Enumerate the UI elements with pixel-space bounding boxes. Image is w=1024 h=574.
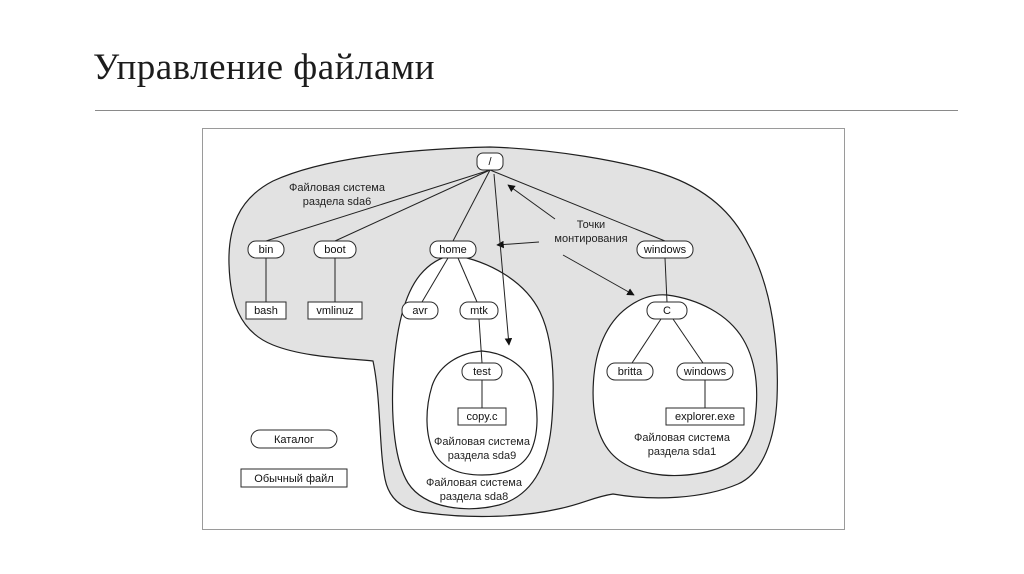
svg-text:монтирования: монтирования bbox=[554, 233, 627, 245]
caption-sda9: Файловая система раздела sda9 bbox=[434, 436, 531, 462]
node-bin: bin bbox=[247, 240, 285, 259]
node-bin-label: bin bbox=[259, 244, 274, 256]
caption-mount-points: Точки монтирования bbox=[554, 219, 627, 245]
svg-text:раздела sda1: раздела sda1 bbox=[648, 446, 717, 458]
node-windows2-label: windows bbox=[683, 366, 727, 378]
svg-text:Файловая система: Файловая система bbox=[634, 432, 731, 444]
node-test: test bbox=[461, 362, 503, 381]
node-boot-label: boot bbox=[324, 244, 345, 256]
node-windows2: windows bbox=[676, 362, 734, 381]
svg-text:Файловая система: Файловая система bbox=[289, 182, 386, 194]
mount-point-arrows bbox=[493, 173, 635, 346]
node-avr: avr bbox=[401, 301, 439, 320]
legend-regular-file: Обычный файл bbox=[240, 468, 348, 488]
svg-text:раздела sda9: раздела sda9 bbox=[448, 450, 517, 462]
node-bash: bash bbox=[245, 301, 287, 320]
node-copy-c-label: copy.c bbox=[467, 411, 498, 423]
node-copy-c: copy.c bbox=[457, 407, 507, 426]
svg-text:раздела sda8: раздела sda8 bbox=[440, 491, 509, 503]
node-bash-label: bash bbox=[254, 305, 278, 317]
caption-sda6: Файловая система раздела sda6 bbox=[289, 182, 386, 208]
caption-sda1: Файловая система раздела sda1 bbox=[634, 432, 731, 458]
node-mtk: mtk bbox=[459, 301, 499, 320]
node-boot: boot bbox=[313, 240, 357, 259]
blob-sda1 bbox=[592, 294, 758, 477]
svg-text:Файловая система: Файловая система bbox=[434, 436, 531, 448]
caption-sda8: Файловая система раздела sda8 bbox=[426, 477, 523, 503]
node-britta-label: britta bbox=[618, 366, 643, 378]
node-home: home bbox=[429, 240, 477, 259]
node-vmlinuz-label: vmlinuz bbox=[316, 305, 353, 317]
node-test-label: test bbox=[473, 366, 491, 378]
tree-edges bbox=[265, 169, 706, 408]
slide-title: Управление файлами bbox=[93, 47, 436, 88]
node-root: / bbox=[476, 152, 504, 171]
title-divider bbox=[95, 110, 958, 111]
node-home-label: home bbox=[439, 244, 467, 256]
node-avr-label: avr bbox=[412, 305, 428, 317]
legend-directory: Каталог bbox=[250, 429, 338, 449]
svg-text:Файловая система: Файловая система bbox=[426, 477, 523, 489]
node-explorer-exe-label: explorer.exe bbox=[675, 411, 735, 423]
filesystem-diagram: / bin boot home windows avr bbox=[202, 128, 845, 530]
node-c-drive: C bbox=[646, 301, 688, 320]
legend-regular-file-label: Обычный файл bbox=[254, 473, 333, 485]
legend-directory-label: Каталог bbox=[274, 434, 314, 446]
node-windows: windows bbox=[636, 240, 694, 259]
node-root-label: / bbox=[488, 156, 492, 168]
svg-text:Точки: Точки bbox=[577, 219, 605, 231]
filesystem-diagram-svg: / bin boot home windows avr bbox=[228, 146, 778, 518]
node-explorer-exe: explorer.exe bbox=[665, 407, 745, 426]
node-britta: britta bbox=[606, 362, 654, 381]
node-windows-label: windows bbox=[643, 244, 687, 256]
node-vmlinuz: vmlinuz bbox=[307, 301, 363, 320]
node-mtk-label: mtk bbox=[470, 305, 488, 317]
node-c-drive-label: C bbox=[663, 305, 671, 317]
svg-text:раздела sda6: раздела sda6 bbox=[303, 196, 372, 208]
